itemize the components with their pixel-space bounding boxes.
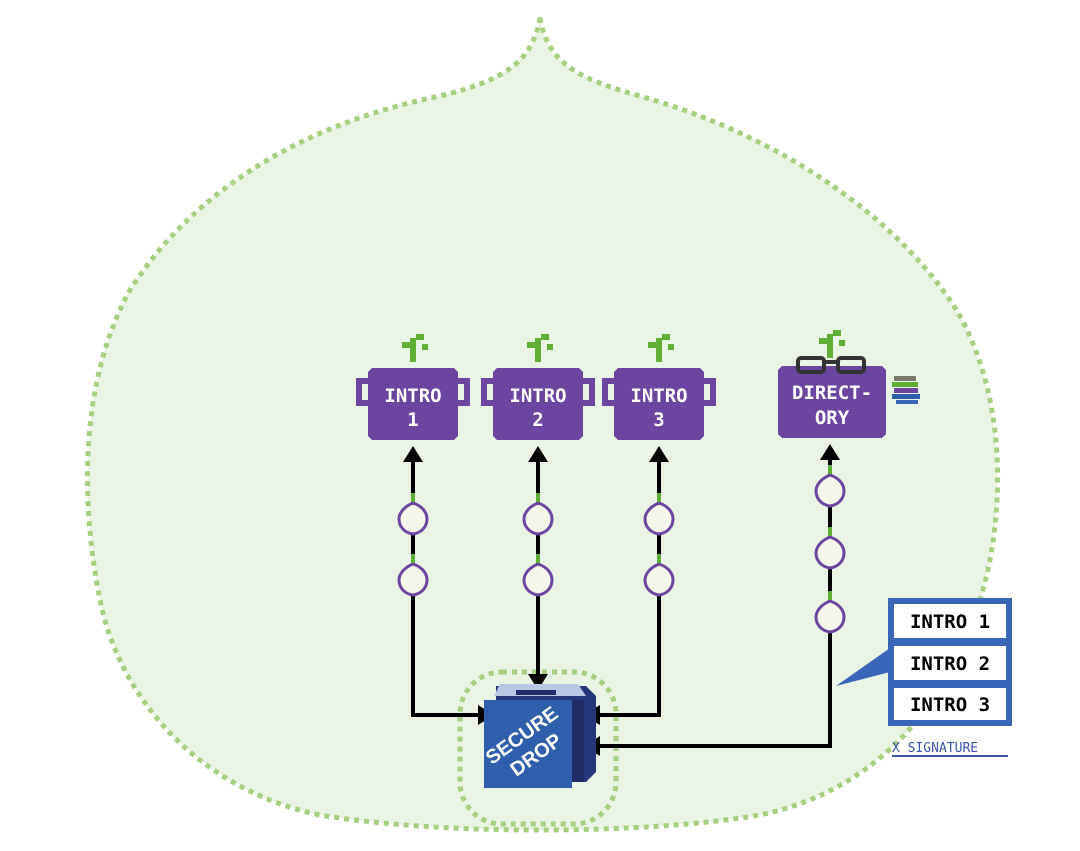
arrowhead-down-drop xyxy=(528,674,548,690)
intro-node-1-line1: INTRO xyxy=(384,385,441,407)
intro-node-1: INTRO 1 xyxy=(356,334,470,440)
bead-icon xyxy=(814,527,846,570)
intro-node-3-line1: INTRO xyxy=(630,385,687,407)
sprout-icon xyxy=(527,334,553,362)
directory-node-line2: ORY xyxy=(815,407,850,429)
arrowhead-up-intro-3 xyxy=(649,446,669,462)
intro-list-item-3: INTRO 3 xyxy=(910,694,990,716)
books-icon xyxy=(892,376,920,404)
glasses-icon xyxy=(796,356,866,374)
directory-node-line1: DIRECT- xyxy=(792,382,872,404)
bead-icon xyxy=(397,554,429,597)
intro-node-3: INTRO 3 xyxy=(602,334,716,440)
signature: X SIGNATURE xyxy=(892,741,1008,757)
bead-icon xyxy=(522,554,554,597)
bead-icon xyxy=(643,554,675,597)
arrowhead-up-intro-1 xyxy=(403,446,423,462)
intro-node-2-line1: INTRO xyxy=(509,385,566,407)
secure-drop-box: SECURE DROP xyxy=(482,684,596,788)
connector-intro-1 xyxy=(411,458,480,717)
intro-node-2: INTRO 2 xyxy=(481,334,595,440)
bead-icon xyxy=(814,465,846,508)
intro-list-callout: INTRO 1 INTRO 2 INTRO 3 xyxy=(836,598,1012,726)
arrowhead-up-directory xyxy=(820,444,840,460)
intro-node-2-line2: 2 xyxy=(532,409,543,431)
bead-icon xyxy=(522,493,554,536)
bead-icon xyxy=(643,493,675,536)
intro-node-3-line2: 3 xyxy=(653,409,664,431)
sprout-icon xyxy=(819,330,845,358)
relay-beads xyxy=(397,465,846,634)
signature-text: X SIGNATURE xyxy=(892,741,978,756)
intro-list-item-2: INTRO 2 xyxy=(910,653,990,675)
sprout-icon xyxy=(648,334,674,362)
callout-pointer xyxy=(836,648,890,686)
connector-intro-3 xyxy=(598,458,661,717)
sprout-icon xyxy=(402,334,428,362)
intro-node-1-line2: 1 xyxy=(407,409,418,431)
bead-icon xyxy=(397,493,429,536)
arrowhead-up-intro-2 xyxy=(528,446,548,462)
directory-node: DIRECT- ORY xyxy=(778,330,920,438)
intro-list-item-1: INTRO 1 xyxy=(910,611,990,633)
bead-icon xyxy=(814,591,846,634)
